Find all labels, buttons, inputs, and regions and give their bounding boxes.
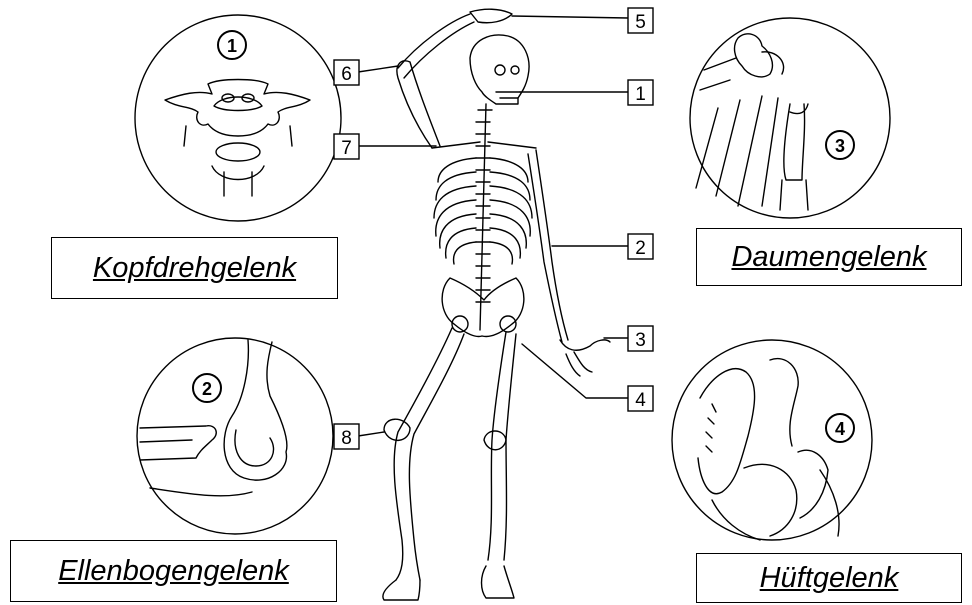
svg-text:1: 1	[227, 36, 237, 56]
callout-1: 1	[628, 80, 653, 105]
svg-text:1: 1	[635, 84, 646, 105]
callout-7: 7	[334, 134, 359, 159]
svg-text:8: 8	[341, 428, 352, 449]
joint-number-4: 4	[826, 414, 854, 442]
svg-text:3: 3	[635, 330, 646, 351]
label-daumengelenk: Daumengelenk	[696, 228, 962, 286]
callout-5: 5	[628, 8, 653, 33]
detail-circle-thumb	[690, 18, 890, 218]
callout-8: 8	[334, 424, 359, 449]
callout-6: 6	[334, 60, 359, 85]
callout-2: 2	[628, 234, 653, 259]
label-ellenbogengelenk: Ellenbogengelenk	[10, 540, 337, 602]
label-kopfdrehgelenk: Kopfdrehgelenk	[51, 237, 338, 299]
callout-3: 3	[628, 326, 653, 351]
svg-text:2: 2	[202, 379, 212, 399]
joint-number-3: 3	[826, 131, 854, 159]
svg-text:3: 3	[835, 136, 845, 156]
svg-text:4: 4	[835, 419, 845, 439]
joint-number-1: 1	[218, 31, 246, 59]
svg-text:6: 6	[341, 64, 352, 85]
skeleton-figure	[383, 9, 610, 600]
svg-text:5: 5	[635, 12, 646, 33]
svg-text:4: 4	[635, 390, 646, 411]
joint-number-2: 2	[193, 374, 221, 402]
label-hueftgelenk: Hüftgelenk	[696, 553, 962, 603]
svg-text:2: 2	[635, 238, 646, 259]
callout-4: 4	[628, 386, 653, 411]
detail-circle-elbow	[137, 338, 333, 534]
svg-text:7: 7	[341, 138, 352, 159]
